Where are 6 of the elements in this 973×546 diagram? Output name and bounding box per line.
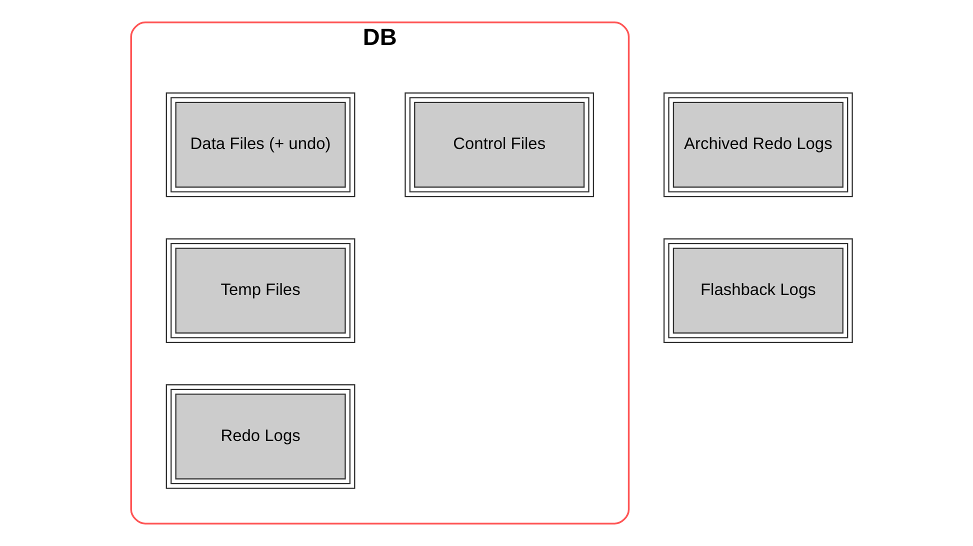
node-box: Archived Redo Logs	[662, 92, 852, 198]
node-box: Temp Files	[165, 238, 355, 343]
node-box: Data Files (+ undo)	[165, 92, 355, 198]
node-box: Flashback Logs	[662, 238, 852, 343]
node-box: Redo Logs	[165, 384, 355, 489]
node-box: Control Files	[404, 92, 594, 198]
